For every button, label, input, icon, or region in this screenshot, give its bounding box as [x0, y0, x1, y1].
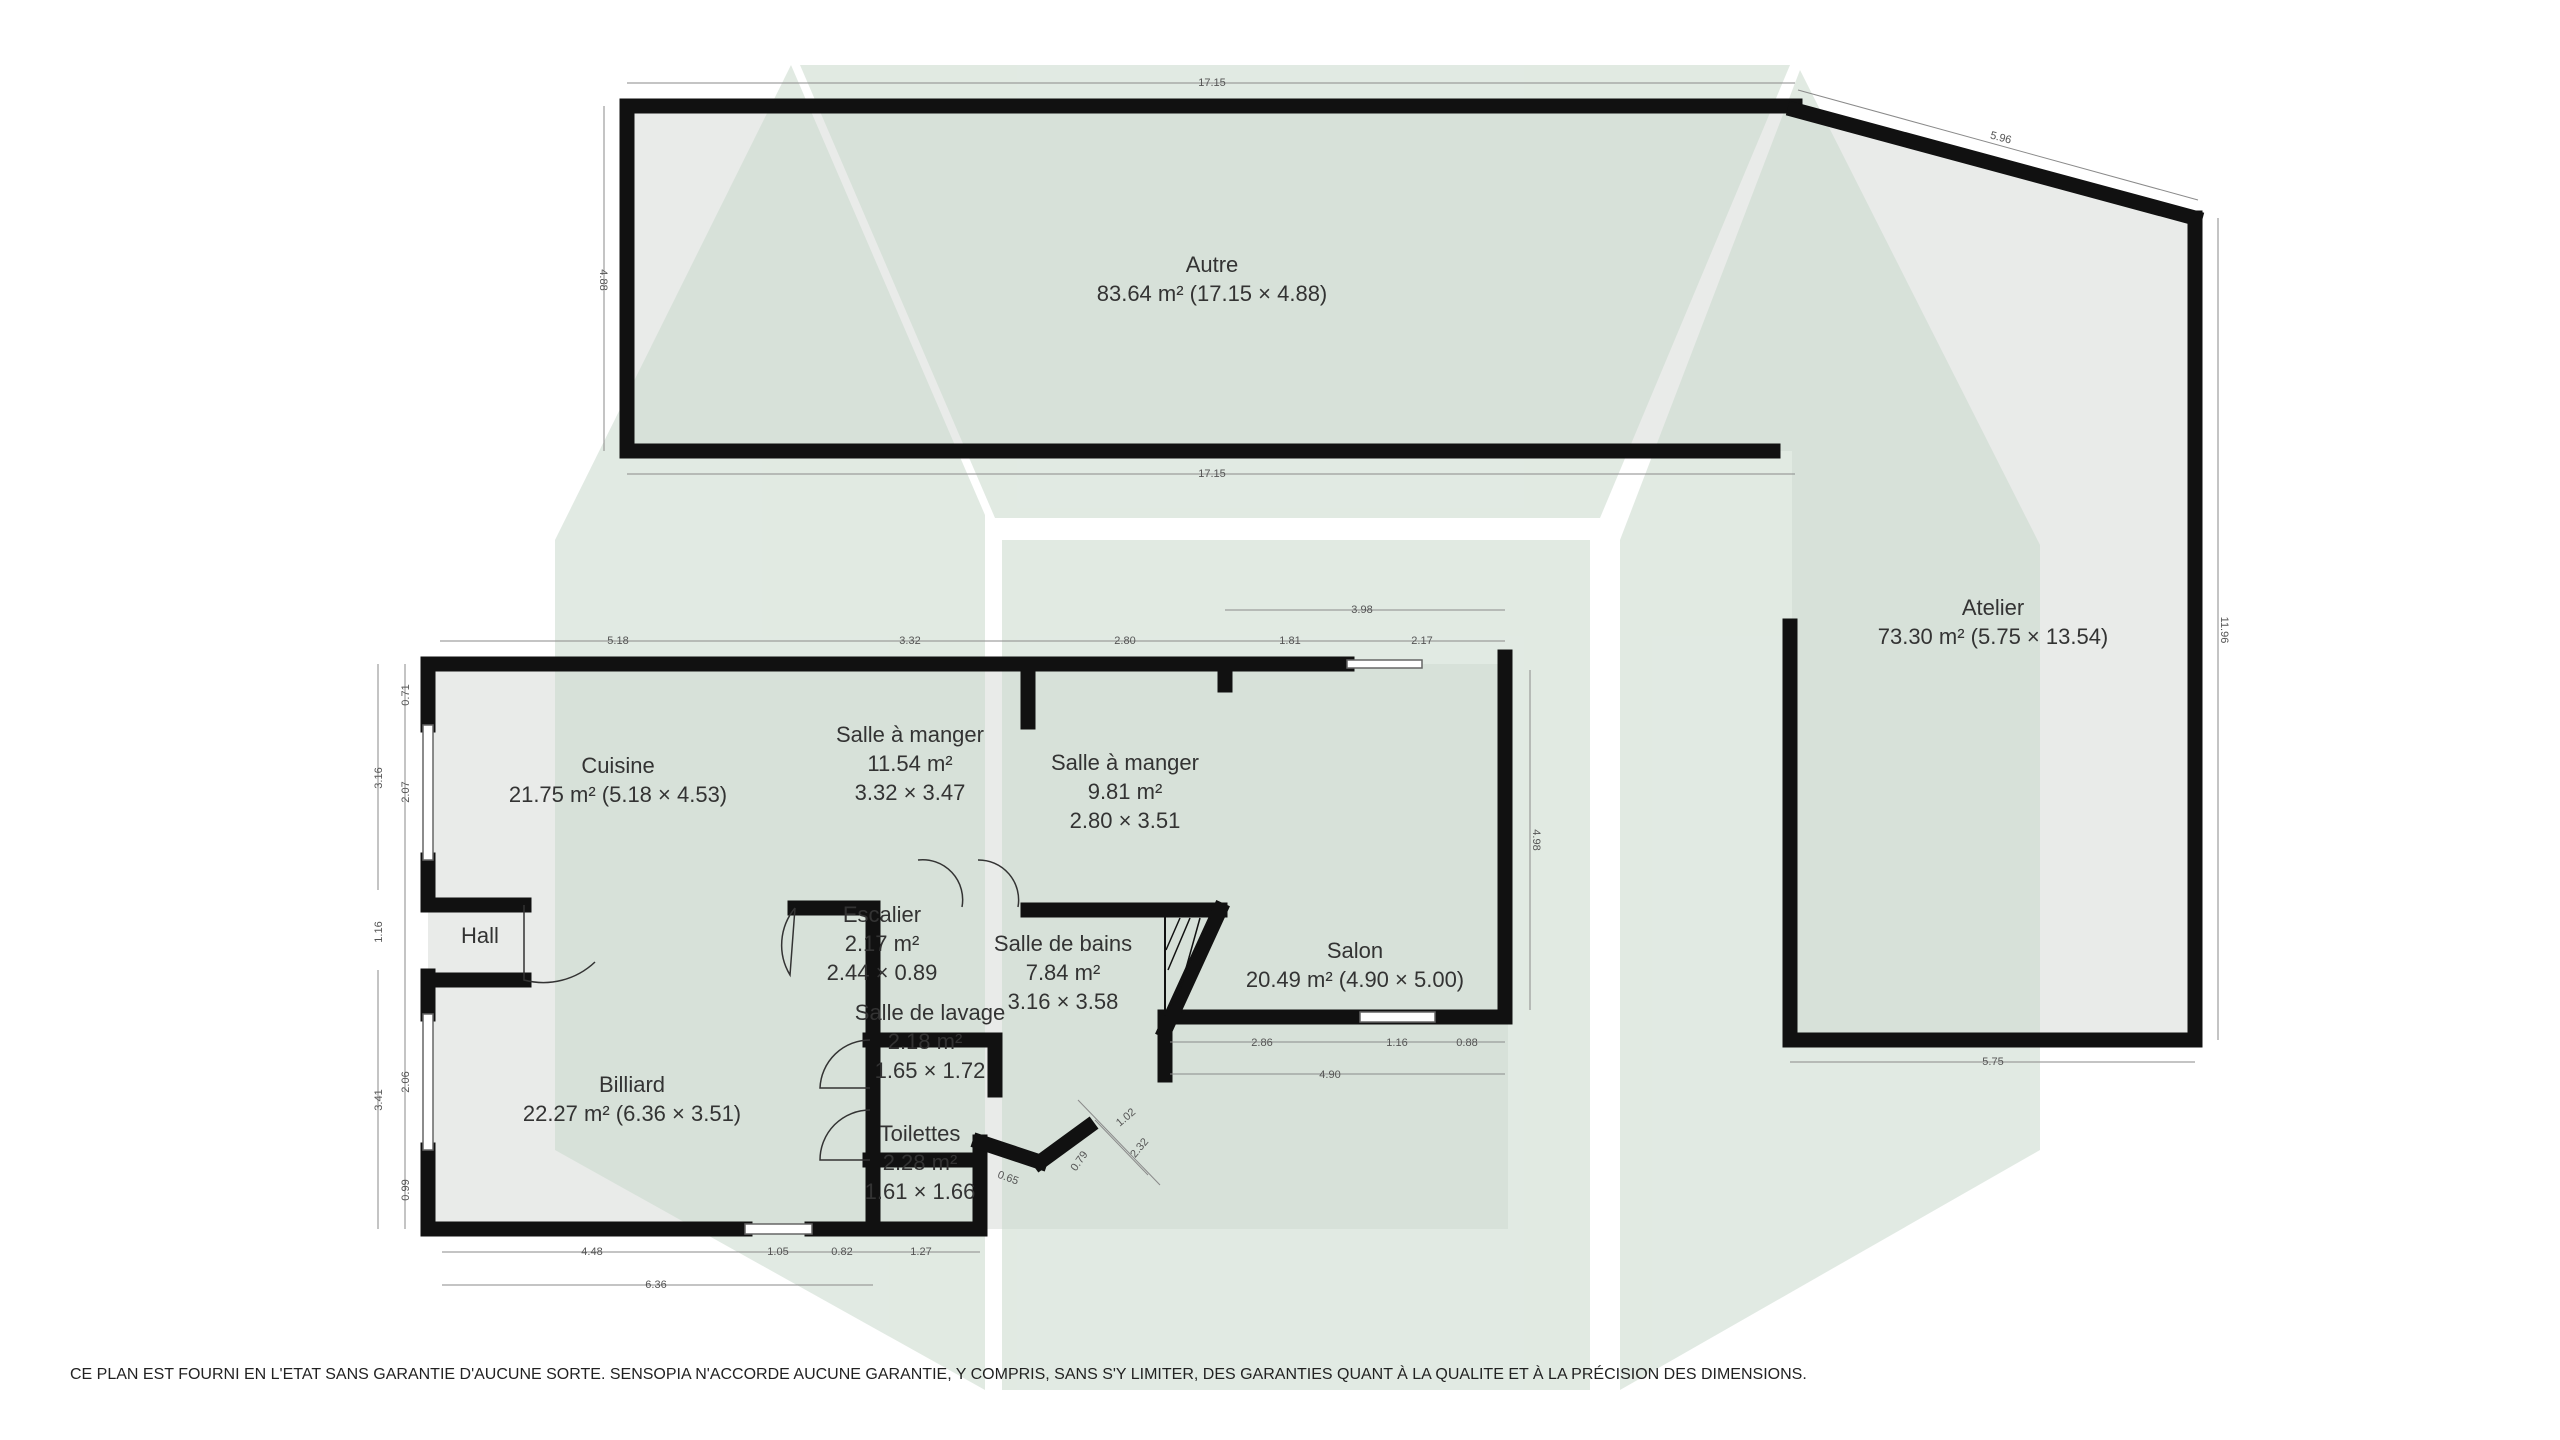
- room-autre-area: 83.64 m² (17.15 × 4.88): [1097, 281, 1328, 306]
- dim-atelier-diag: 5.96: [1989, 130, 2013, 147]
- room-salle-manger-1-name: Salle à manger: [836, 722, 984, 747]
- dim-left-0-71: 0.71: [400, 684, 412, 705]
- room-salle-manger-2-name: Salle à manger: [1051, 750, 1199, 775]
- stair-hatch: [1164, 914, 1218, 1016]
- dim-salon-right: 4.98: [1530, 829, 1542, 850]
- room-salle-lavage-name: Salle de lavage: [855, 1000, 1005, 1025]
- dim-autre-top: 17.15: [1198, 77, 1226, 89]
- dim-top-sam1: 3.32: [899, 635, 920, 647]
- doors: [523, 858, 1020, 1161]
- room-salle-manger-1-dims: 3.32 × 3.47: [855, 780, 966, 805]
- room-salon-area: 20.49 m² (4.90 × 5.00): [1246, 967, 1464, 992]
- disclaimer-text: CE PLAN EST FOURNI EN L'ETAT SANS GARANT…: [70, 1366, 1807, 1383]
- dim-atelier-right: 11.96: [2218, 617, 2230, 644]
- room-salle-manger-2-dims: 2.80 × 3.51: [1070, 808, 1181, 833]
- dim-left-2-06: 2.06: [400, 1071, 412, 1092]
- room-toilettes-dims: 1.61 × 1.66: [865, 1179, 976, 1204]
- room-salle-bains-name: Salle de bains: [994, 931, 1132, 956]
- room-salle-lavage-dims: 1.65 × 1.72: [875, 1058, 986, 1083]
- dim-salon-bottom-total: 4.90: [1319, 1069, 1340, 1081]
- room-hall-name: Hall: [461, 923, 499, 948]
- dim-bottom-1-27: 1.27: [910, 1246, 931, 1258]
- room-escalier-area: 2.17 m²: [845, 931, 920, 956]
- room-toilettes-name: Toilettes: [880, 1121, 961, 1146]
- dim-left-3-41: 3.41: [373, 1089, 385, 1110]
- dim-bottom-4-48: 4.48: [581, 1246, 602, 1258]
- dim-top-sam2: 2.80: [1114, 635, 1135, 647]
- room-atelier-area: 73.30 m² (5.75 × 13.54): [1878, 624, 2109, 649]
- room-salon-name: Salon: [1327, 938, 1383, 963]
- dim-autre-left: 4.88: [597, 269, 609, 290]
- room-escalier-dims: 2.44 × 0.89: [827, 960, 938, 985]
- dim-left-0-99: 0.99: [400, 1179, 412, 1200]
- dim-top-cuisine: 5.18: [607, 635, 628, 647]
- dim-salon-top-a: 1.81: [1279, 635, 1300, 647]
- house-watermark-logo: [555, 65, 2040, 1390]
- room-labels: Autre 83.64 m² (17.15 × 4.88) Atelier 73…: [461, 252, 2108, 1204]
- dim-left-2-07: 2.07: [400, 781, 412, 802]
- dim-salon-bottom-a: 2.86: [1251, 1037, 1272, 1049]
- room-salle-bains-area: 7.84 m²: [1026, 960, 1101, 985]
- dim-left-3-16: 3.16: [373, 767, 385, 788]
- room-atelier-name: Atelier: [1962, 595, 2024, 620]
- walls: [420, 98, 2205, 1237]
- room-billiard-name: Billiard: [599, 1072, 665, 1097]
- dim-bottom-1-05: 1.05: [767, 1246, 788, 1258]
- room-escalier-name: Escalier: [843, 902, 921, 927]
- dim-salon-top-b: 2.17: [1411, 635, 1432, 647]
- dim-bottom-0-82: 0.82: [831, 1246, 852, 1258]
- dim-salon-top-total: 3.98: [1351, 604, 1372, 616]
- room-toilettes-area: 2.28 m²: [883, 1150, 958, 1175]
- room-salle-lavage-area: 2.18 m²: [888, 1029, 963, 1054]
- dim-salon-bottom-c: 0.88: [1456, 1037, 1477, 1049]
- dim-autre-bottom: 17.15: [1198, 468, 1226, 480]
- room-salle-manger-2-area: 9.81 m²: [1088, 779, 1163, 804]
- dim-salon-bottom-b: 1.16: [1386, 1037, 1407, 1049]
- dim-bottom-6-36: 6.36: [645, 1279, 666, 1291]
- room-salle-bains-dims: 3.16 × 3.58: [1008, 989, 1119, 1014]
- room-cuisine-name: Cuisine: [581, 753, 654, 778]
- room-billiard-area: 22.27 m² (6.36 × 3.51): [523, 1101, 741, 1126]
- room-cuisine-area: 21.75 m² (5.18 × 4.53): [509, 782, 727, 807]
- dim-atelier-bottom: 5.75: [1982, 1056, 2003, 1068]
- dimension-lines: [377, 82, 2219, 1286]
- dimension-labels: 17.15 17.15 4.88 5.96 11.96 5.75 5.18 3.…: [373, 77, 2230, 1291]
- room-autre-name: Autre: [1186, 252, 1239, 277]
- windows: [422, 659, 1436, 1235]
- room-salle-manger-1-area: 11.54 m²: [867, 751, 952, 776]
- dim-left-1-16: 1.16: [373, 921, 385, 942]
